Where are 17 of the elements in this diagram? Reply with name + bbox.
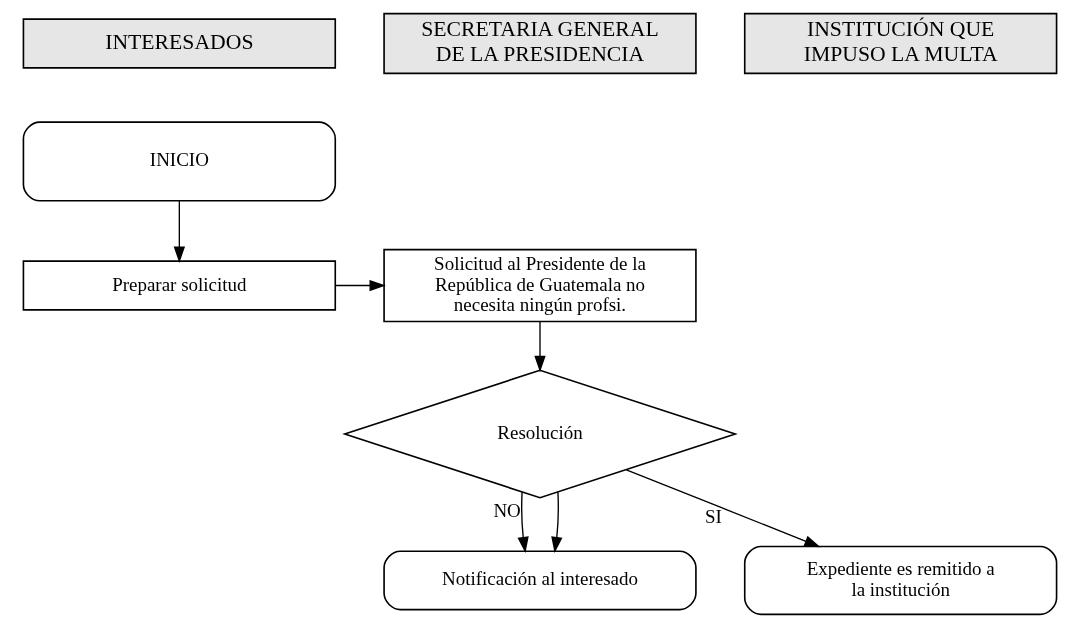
node-box: Notificación al interesado — [383, 550, 697, 611]
node-diamond: Resolución — [342, 369, 738, 499]
node-box: INTERESADOS — [22, 18, 337, 69]
arrow — [517, 491, 529, 554]
node-box: SECRETARIA GENERAL DE LA PRESIDENCIA — [383, 12, 697, 75]
node-box: INSTITUCIÓN QUE IMPUSO LA MULTA — [743, 12, 1058, 75]
node-box: Solicitud al Presidente de la República de Guatemala no necesita ningún profsi. — [383, 248, 697, 323]
arrow — [625, 469, 821, 548]
arrow — [551, 491, 563, 554]
node-box: Expediente es remitido a la institución — [743, 545, 1058, 616]
edge-label: NO — [493, 499, 521, 521]
edge-label: SI — [704, 506, 722, 528]
arrow — [334, 279, 386, 292]
node-box: INICIO — [22, 121, 337, 202]
arrow — [534, 321, 546, 373]
node-box: Preparar solicitud — [22, 260, 337, 311]
arrow — [173, 200, 186, 263]
